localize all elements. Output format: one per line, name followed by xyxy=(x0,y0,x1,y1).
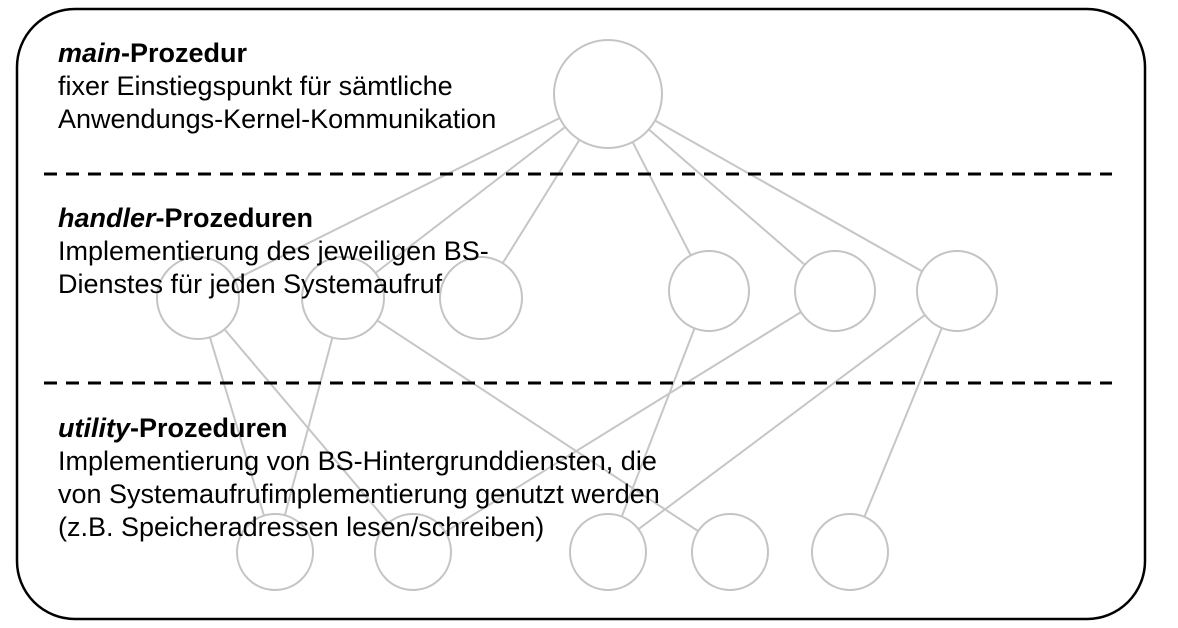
procedure-node-u5 xyxy=(811,513,889,591)
procedure-node-h4 xyxy=(668,250,750,332)
layer-title-utility: utility-Prozeduren xyxy=(58,412,660,445)
diagram-border xyxy=(15,7,1147,621)
description-line: Anwendungs-Kernel-Kommunikation xyxy=(58,104,497,134)
layer-title-handler: handler-Prozeduren xyxy=(58,202,489,235)
layer-label-main: main-Prozedur fixer Einstiegspunkt für s… xyxy=(58,37,496,136)
description-line: Dienstes für jeden Systemaufruf xyxy=(58,269,443,299)
description-line: fixer Einstiegspunkt für sämtliche xyxy=(58,71,453,101)
edge-h5-u2 xyxy=(412,290,836,553)
procedure-node-u2 xyxy=(374,513,452,591)
procedure-node-h2 xyxy=(301,256,385,340)
procedure-node-h5 xyxy=(794,250,876,332)
description-line: (z.B. Speicheradressen lesen/schreiben) xyxy=(58,512,545,542)
layer-title-main: main-Prozedur xyxy=(58,37,496,70)
edge-main-h1 xyxy=(197,93,609,299)
procedure-node-u1 xyxy=(236,513,314,591)
edge-h6-u5 xyxy=(849,290,958,553)
procedure-node-h6 xyxy=(916,250,998,332)
edge-h1-u1 xyxy=(197,297,276,553)
procedure-node-u4 xyxy=(691,513,769,591)
edge-h1-u2 xyxy=(197,297,414,553)
procedure-node-h3 xyxy=(439,256,523,340)
layer-title-utility-italic: utility xyxy=(58,413,130,443)
edge-main-h6 xyxy=(607,93,958,292)
layer-title-main-italic: main xyxy=(58,38,122,68)
edge-h6-u3 xyxy=(607,290,958,553)
layer-title-main-rest: -Prozedur xyxy=(121,38,248,68)
description-line: Implementierung von BS-Hintergrunddienst… xyxy=(58,446,657,476)
description-line: von Systemaufrufimplementierung genutzt … xyxy=(58,479,660,509)
layer-title-handler-italic: handler xyxy=(58,203,156,233)
procedure-node-u3 xyxy=(569,513,647,591)
description-line: Implementierung des jeweiligen BS- xyxy=(58,236,489,266)
layer-label-handler: handler-Prozeduren Implementierung des j… xyxy=(58,202,489,301)
edge-main-h2 xyxy=(342,93,609,299)
procedure-node-h1 xyxy=(156,256,240,340)
edge-h4-u3 xyxy=(607,290,710,553)
layer-label-utility: utility-Prozeduren Implementierung von B… xyxy=(58,412,660,544)
edge-h2-u1 xyxy=(274,297,344,553)
layer-description-utility: Implementierung von BS-Hintergrunddienst… xyxy=(58,445,660,544)
layer-description-handler: Implementierung des jeweiligen BS-Dienst… xyxy=(58,235,489,301)
layer-title-utility-rest: -Prozeduren xyxy=(130,413,288,443)
layer-title-handler-rest: -Prozeduren xyxy=(155,203,314,233)
procedure-node-main xyxy=(553,39,663,149)
